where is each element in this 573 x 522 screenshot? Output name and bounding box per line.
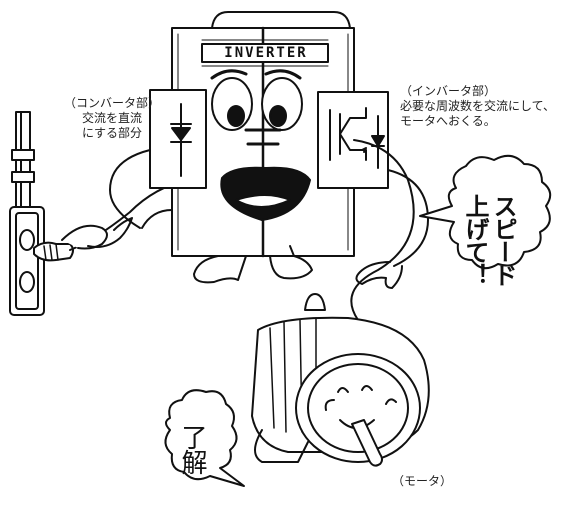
wall-outlet [9,111,45,316]
inverter-face [210,69,311,221]
speech-line-speed: スピード [489,194,517,286]
converter-label-line2: 交流を直流 [81,111,142,125]
converter-label: （コンバータ部） 交流を直流 にする部分 [62,96,162,141]
inverter-label-line2: 必要な周波数を交流にして、 [400,99,556,113]
speech-bubble-motor [164,389,245,487]
converter-label-line3: にする部分 [81,126,143,140]
power-plug [33,179,189,262]
inverter-label: （インバータ部） 必要な周波数を交流にして、 モータへおくる。 [400,84,555,129]
motor-label: （モータ） [392,474,453,488]
speech-line-raise: 上げて！ [461,194,489,286]
inverter-title: INVERTER [224,45,308,61]
speech-bubble-inverter [419,154,552,270]
converter-module [149,89,207,189]
speech-acknowledge: 了解 [177,424,207,474]
inverter-label-line3: モータへおくる。 [400,114,496,128]
converter-label-line1: （コンバータ部） [63,96,160,110]
inverter-label-line1: （インバータ部） [400,84,497,98]
motor [251,293,430,467]
